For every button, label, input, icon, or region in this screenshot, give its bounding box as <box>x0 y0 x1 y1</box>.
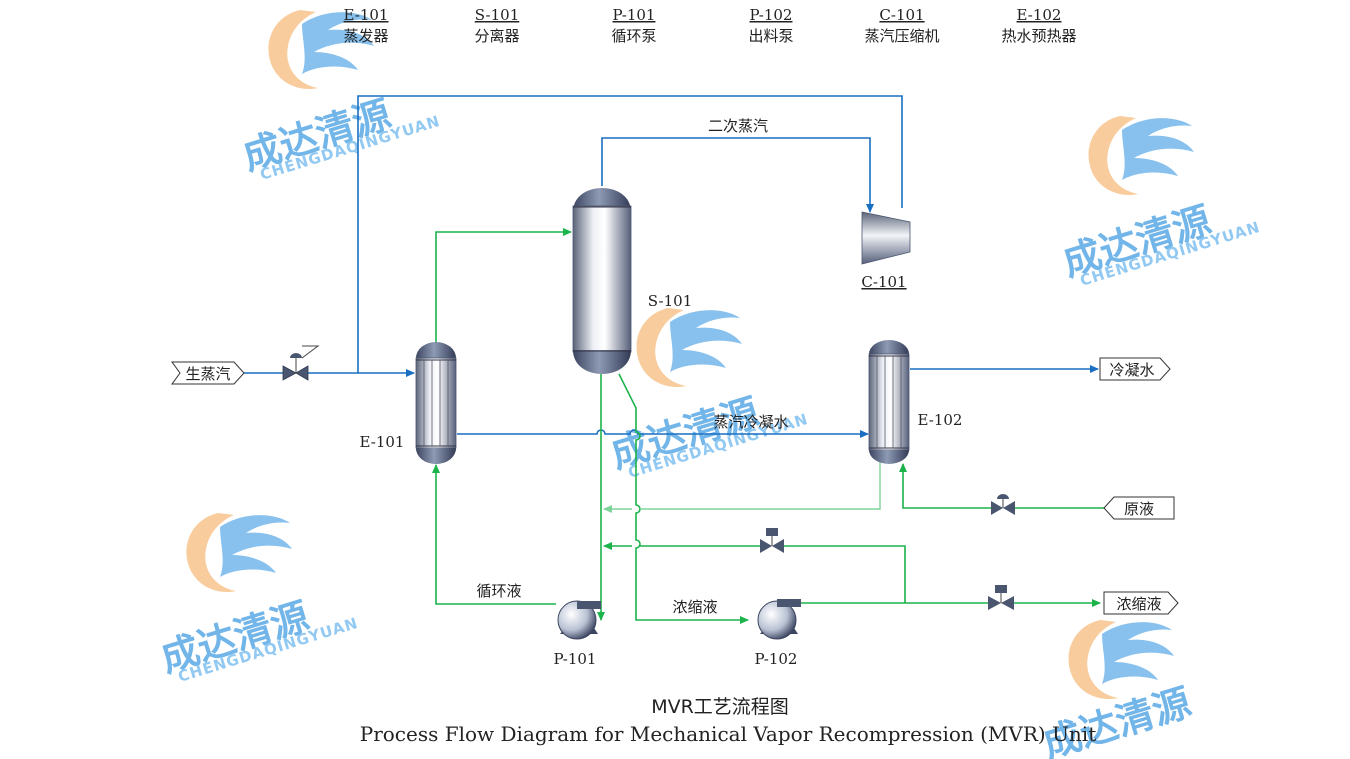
tag-s101: S-101 <box>648 292 693 310</box>
label-circulating-liquid: 循环液 <box>476 582 521 600</box>
stream-label-condensate-water: 冷凝水 <box>1109 361 1154 379</box>
legend-code-s101: S-101 <box>475 6 520 24</box>
watermark-cn: 成达清源 <box>1038 680 1196 759</box>
valve-feed[interactable] <box>991 494 1015 515</box>
legend-code-e102: E-102 <box>1017 6 1062 24</box>
stream-tag-concentrate: 浓缩液 <box>1103 591 1179 615</box>
legend-name-e101: 蒸发器 <box>343 27 388 45</box>
tag-p101: P-101 <box>554 650 597 668</box>
watermark-bottom-left: 成达清源 CHENGDAQINGYUAN <box>156 513 360 686</box>
legend-code-e101: E-101 <box>344 6 389 24</box>
control-valve-steam[interactable] <box>282 345 320 381</box>
legend-code-p102: P-102 <box>750 6 793 24</box>
legend-code-p101: P-101 <box>613 6 656 24</box>
legend-name-e102: 热水预热器 <box>1001 27 1076 45</box>
valve-product[interactable] <box>988 585 1014 610</box>
legend-name-p102: 出料泵 <box>748 27 793 45</box>
separator-s101[interactable] <box>572 188 632 374</box>
label-concentrate-line: 浓缩液 <box>672 598 717 616</box>
stream-label-feed: 原液 <box>1124 500 1154 518</box>
diagram-title-en: Process Flow Diagram for Mechanical Vapo… <box>360 722 1096 746</box>
stream-label-concentrate-out: 浓缩液 <box>1116 595 1161 613</box>
label-steam-condensate: 蒸汽冷凝水 <box>713 413 788 431</box>
stream-tag-condensate-water: 冷凝水 <box>1099 357 1171 381</box>
tag-p102: P-102 <box>755 650 798 668</box>
watermark-top-left: 成达清源 CHENGDAQINGYUAN <box>238 10 442 184</box>
stream-tag-feed: 原液 <box>1103 496 1175 520</box>
diagram-title-cn: MVR工艺流程图 <box>651 696 789 718</box>
pump-p102[interactable] <box>757 599 801 640</box>
legend-name-s101: 分离器 <box>474 27 519 45</box>
legend-name-c101: 蒸汽压缩机 <box>864 27 939 45</box>
tag-c101: C-101 <box>861 273 906 291</box>
steam-lines <box>244 95 1099 438</box>
stream-tag-raw-steam: 生蒸汽 <box>171 361 245 385</box>
evaporator-e101[interactable] <box>415 342 457 464</box>
tag-e101: E-101 <box>360 433 405 451</box>
equipment-legend: E-101 蒸发器 S-101 分离器 P-101 循环泵 P-102 出料泵 … <box>343 6 1076 45</box>
label-secondary-steam: 二次蒸汽 <box>708 117 768 135</box>
tag-e102: E-102 <box>918 411 963 429</box>
preheater-e102[interactable] <box>868 340 910 464</box>
preheated-feed-line <box>604 460 881 509</box>
watermark-top-right: 成达清源 CHENGDAQINGYUAN <box>1058 116 1262 290</box>
pump-p101[interactable] <box>557 600 601 640</box>
legend-code-c101: C-101 <box>879 6 924 24</box>
legend-name-p101: 循环泵 <box>611 27 656 45</box>
valve-recycle[interactable] <box>760 528 784 553</box>
stream-label-raw-steam: 生蒸汽 <box>185 365 230 383</box>
compressor-c101[interactable] <box>861 211 911 265</box>
